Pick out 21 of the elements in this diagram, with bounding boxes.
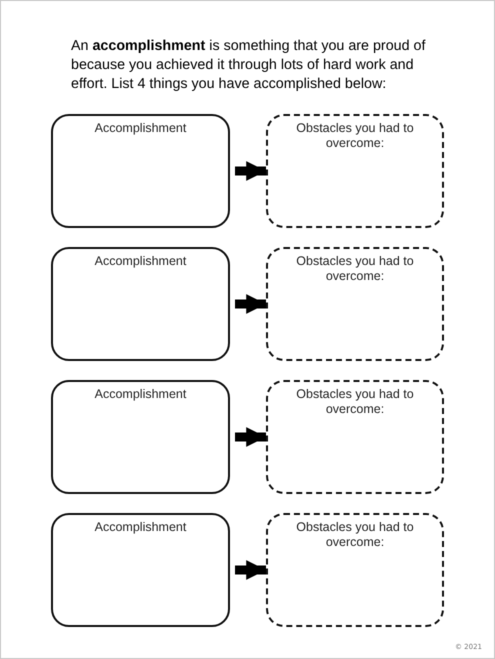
block-arrow [235, 427, 266, 447]
dashed-answer-box [266, 247, 444, 361]
dashed-answer-box [266, 114, 444, 228]
dashed-answer-box [266, 513, 444, 627]
box-heading: Accomplishment [94, 120, 188, 136]
answer-box [51, 513, 230, 627]
box-heading: Accomplishment [94, 253, 188, 269]
block-arrow [235, 161, 266, 181]
box-heading: Accomplishment [94, 386, 188, 402]
dashed-answer-box [266, 380, 444, 494]
block-arrow [235, 560, 266, 580]
answer-box [51, 114, 230, 228]
box-heading: Obstacles you had to overcome: [295, 386, 415, 417]
box-heading: Obstacles you had to overcome: [295, 120, 415, 151]
block-arrow [235, 294, 266, 314]
box-heading: Accomplishment [94, 519, 188, 535]
instructions-text: An accomplishment is something that you are proud of because you achieved it through lots of hard work and effort. List 4 things you have accomplished below: [71, 37, 426, 94]
box-heading: Obstacles you had to overcome: [295, 519, 415, 550]
answer-box [51, 380, 230, 494]
box-heading: Obstacles you had to overcome: [295, 253, 415, 284]
answer-box [51, 247, 230, 361]
